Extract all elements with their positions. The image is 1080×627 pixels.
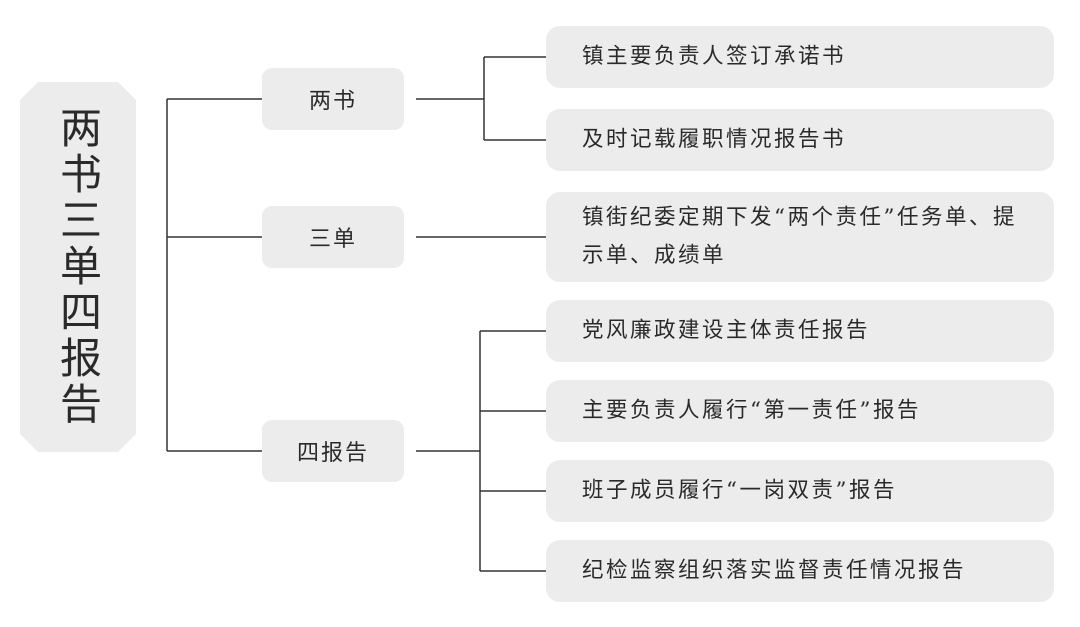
branch-node-liangshu: 两书 bbox=[262, 68, 404, 130]
root-title: 两书三单四报告 bbox=[53, 106, 103, 428]
leaf-node: 及时记载履职情况报告书 bbox=[546, 109, 1054, 171]
leaf-node: 班子成员履行“一岗双责”报告 bbox=[546, 460, 1054, 522]
root-node: 两书三单四报告 bbox=[20, 82, 136, 452]
leaf-node: 党风廉政建设主体责任报告 bbox=[546, 300, 1054, 362]
leaf-node: 镇街纪委定期下发“两个责任”任务单、提示单、成绩单 bbox=[546, 192, 1054, 282]
leaf-node: 主要负责人履行“第一责任”报告 bbox=[546, 380, 1054, 442]
leaf-node: 纪检监察组织落实监督责任情况报告 bbox=[546, 540, 1054, 602]
branch-node-sandan: 三单 bbox=[262, 206, 404, 268]
branch-node-sibaogao: 四报告 bbox=[262, 420, 404, 482]
leaf-node: 镇主要负责人签订承诺书 bbox=[546, 26, 1054, 88]
